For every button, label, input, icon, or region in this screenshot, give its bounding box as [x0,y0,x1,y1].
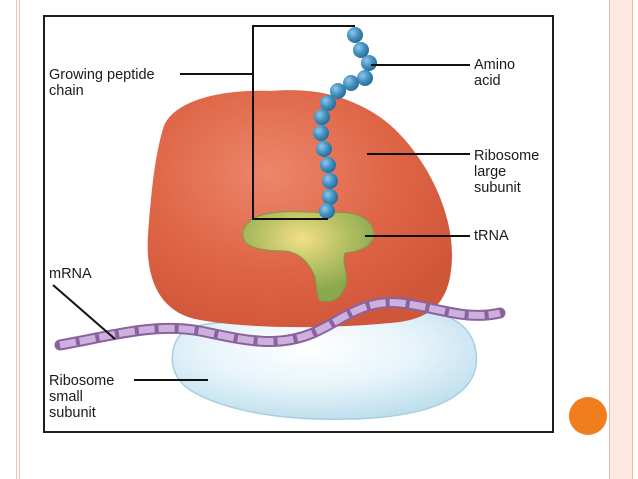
mrna-label-line [52,284,116,340]
large-subunit-shape [147,90,453,328]
amino-acid-chain [313,27,377,219]
trna-label: tRNA [474,228,509,244]
ribosome-illustration [52,25,506,420]
amino-acid-label: Amino acid [474,57,516,89]
slide-left-rule [16,0,17,479]
growing-peptide-chain-label: Growing peptide chain [49,67,155,99]
ribosome-large-subunit-label: Ribosome large subunit [474,148,540,196]
trna-shape [242,211,375,302]
mrna-strand [59,299,501,349]
peptide-bracket-line [252,25,355,220]
mrna-label: mRNA [49,266,92,282]
slide-right-border-band [606,0,638,479]
ribosome-small-subunit-label: Ribosome small subunit [49,373,115,421]
slide-left-rule-inner [19,0,20,479]
ribosome-translation-diagram: Growing peptide chain Amino acid Ribosom… [43,15,554,433]
orange-circle-icon [569,397,607,435]
leader-lines [52,25,470,381]
